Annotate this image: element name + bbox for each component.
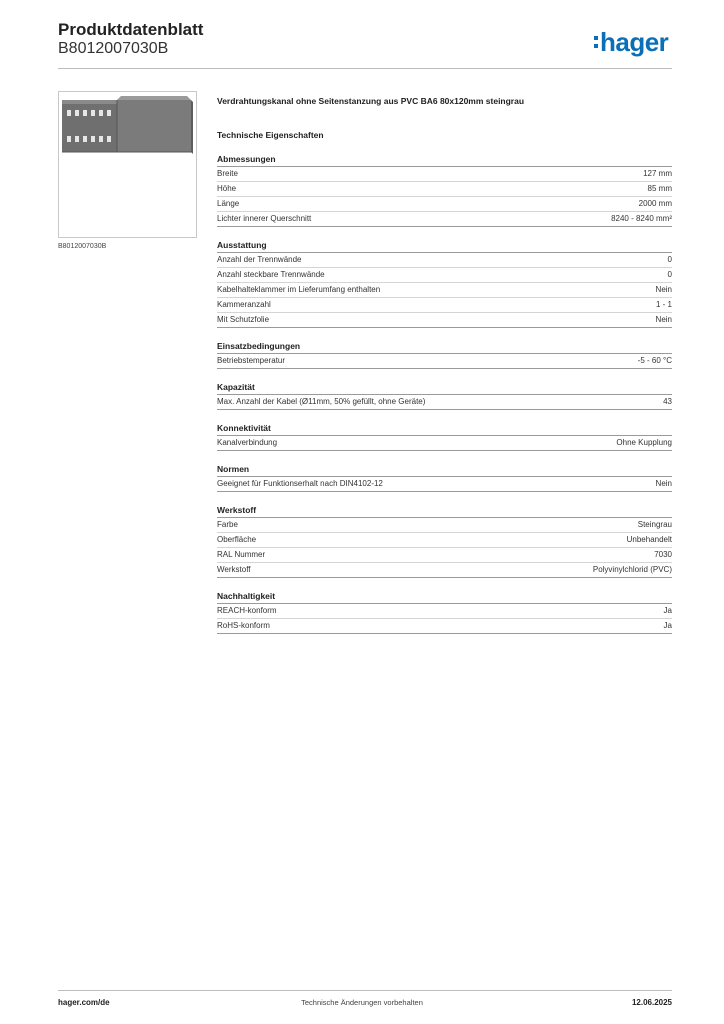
spec-label: Betriebstemperatur [217,356,286,365]
logo-text: hager [600,27,669,57]
article-number: B8012007030B [58,40,169,57]
spec-label: RAL Nummer [217,550,266,559]
image-caption: B8012007030B [58,243,107,250]
footer-divider [58,990,672,991]
section-heading: Kapazität [217,380,672,395]
spec-row: Betriebstemperatur -5 - 60 °C [217,354,672,369]
spec-row: Höhe 85 mm [217,182,672,197]
spec-value: Polyvinylchlorid (PVC) [592,565,672,574]
spec-label: Länge [217,199,240,208]
section-heading: Abmessungen [217,152,672,167]
spec-row: Kanalverbindung Ohne Kupplung [217,436,672,451]
spec-label: Geeignet für Funktionserhalt nach DIN410… [217,479,383,488]
spec-value: Ja [663,606,672,615]
page-title: Produktdatenblatt [58,20,204,39]
spec-row: Farbe Steingrau [217,518,672,533]
spec-value: 127 mm [643,169,672,178]
spec-label: Anzahl steckbare Trennwände [217,270,325,279]
spec-value: -5 - 60 °C [637,356,672,365]
spec-row: Kabelhalteklammer im Lieferumfang enthal… [217,283,672,298]
spec-label: RoHS-konform [217,621,270,630]
spec-row: Werkstoff Polyvinylchlorid (PVC) [217,563,672,578]
spec-value: 0 [667,255,672,264]
spec-row: Breite 127 mm [217,167,672,182]
spec-row: RAL Nummer 7030 [217,548,672,563]
spec-row: Anzahl der Trennwände 0 [217,253,672,268]
spec-row: REACH-konform Ja [217,604,672,619]
spec-row: RoHS-konform Ja [217,619,672,634]
spec-row: Geeignet für Funktionserhalt nach DIN410… [217,477,672,492]
spec-value: 1 - 1 [655,300,672,309]
spec-value: Steingrau [637,520,672,529]
footer-date: 12.06.2025 [631,998,672,1007]
section-heading: Einsatzbedingungen [217,339,672,354]
spec-label: Anzahl der Trennwände [217,255,302,264]
spec-label: Farbe [217,520,238,529]
spec-value: Ja [663,621,672,630]
spec-value: Nein [655,315,672,324]
spec-value: Nein [655,479,672,488]
header-divider [58,68,672,69]
section-heading: Normen [217,462,672,477]
spec-value: 85 mm [647,184,672,193]
spec-label: Breite [217,169,238,178]
spec-row: Lichter innerer Querschnitt 8240 - 8240 m… [217,212,672,227]
section-heading: Werkstoff [217,503,672,518]
logo-dots-icon [594,36,598,48]
spec-label: Werkstoff [217,565,251,574]
spec-value: 2000 mm [638,199,672,208]
spec-row: Mit Schutzfolie Nein [217,313,672,328]
section-heading: Konnektivität [217,421,672,436]
product-image [58,91,197,238]
spec-label: Mit Schutzfolie [217,315,270,324]
spec-row: Kammeranzahl 1 - 1 [217,298,672,313]
spec-row: Anzahl steckbare Trennwände 0 [217,268,672,283]
spec-row: Max. Anzahl der Kabel (Ø11mm, 50% gefüll… [217,395,672,410]
spec-label: Kabelhalteklammer im Lieferumfang enthal… [217,285,381,294]
section-heading: Nachhaltigkeit [217,589,672,604]
spec-value: Nein [655,285,672,294]
footer-disclaimer: Technische Änderungen vorbehalten [301,998,423,1007]
spec-label: Lichter innerer Querschnitt [217,214,312,223]
spec-value: 8240 - 8240 mm² [611,214,672,223]
cable-duct-icon [62,96,193,154]
spec-value: 43 [663,397,672,406]
footer-website: hager.com/de [58,998,110,1007]
spec-row: Oberfläche Unbehandelt [217,533,672,548]
spec-value: Unbehandelt [626,535,672,544]
spec-label: Höhe [217,184,237,193]
technical-properties-title: Technische Eigenschaften [217,130,324,140]
section-heading: Ausstattung [217,238,672,253]
spec-label: Oberfläche [217,535,257,544]
spec-label: Kanalverbindung [217,438,278,447]
spec-label: Max. Anzahl der Kabel (Ø11mm, 50% gefüll… [217,397,426,406]
spec-value: 7030 [654,550,672,559]
spec-value: 0 [667,270,672,279]
hager-logo: hager [594,25,669,59]
spec-row: Länge 2000 mm [217,197,672,212]
spec-label: REACH-konform [217,606,277,615]
spec-label: Kammeranzahl [217,300,271,309]
product-name: Verdrahtungskanal ohne Seitenstanzung au… [217,96,525,106]
spec-value: Ohne Kupplung [616,438,672,447]
